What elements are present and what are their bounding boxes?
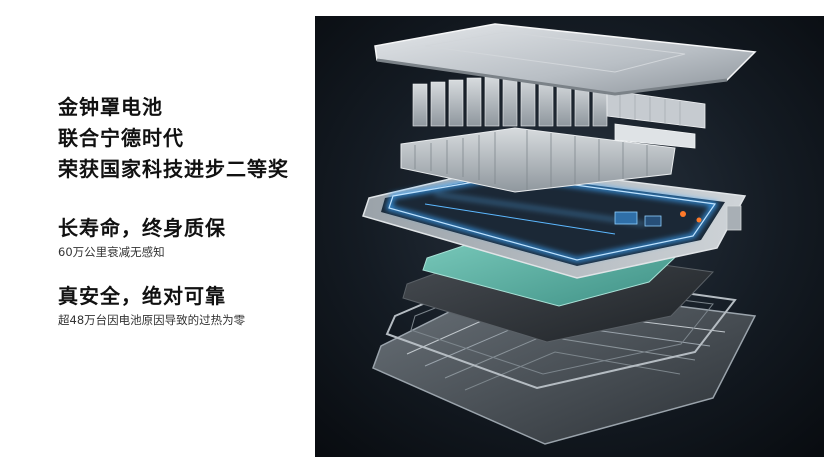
headline-line-1: 金钟罩电池 xyxy=(58,95,163,119)
feature-safety: 真安全，绝对可靠 超48万台因电池原因导致的过热为零 xyxy=(58,283,308,329)
headline: 金钟罩电池 联合宁德时代 荣获国家科技进步二等奖 xyxy=(58,92,308,185)
battery-pack-exploded-icon xyxy=(315,16,824,457)
feature-title: 长寿命，终身质保 xyxy=(58,216,226,240)
battery-pack-visual xyxy=(315,16,824,457)
text-panel: 金钟罩电池 联合宁德时代 荣获国家科技进步二等奖 长寿命，终身质保 60万公里衰… xyxy=(58,92,308,329)
feature-subtitle: 60万公里衰减无感知 xyxy=(58,245,165,259)
feature-title: 真安全，绝对可靠 xyxy=(58,284,226,308)
feature-longevity: 长寿命，终身质保 60万公里衰减无感知 xyxy=(58,215,308,261)
feature-subtitle: 超48万台因电池原因导致的过热为零 xyxy=(58,313,246,327)
headline-line-3: 荣获国家科技进步二等奖 xyxy=(58,157,289,181)
headline-line-2: 联合宁德时代 xyxy=(58,126,184,150)
